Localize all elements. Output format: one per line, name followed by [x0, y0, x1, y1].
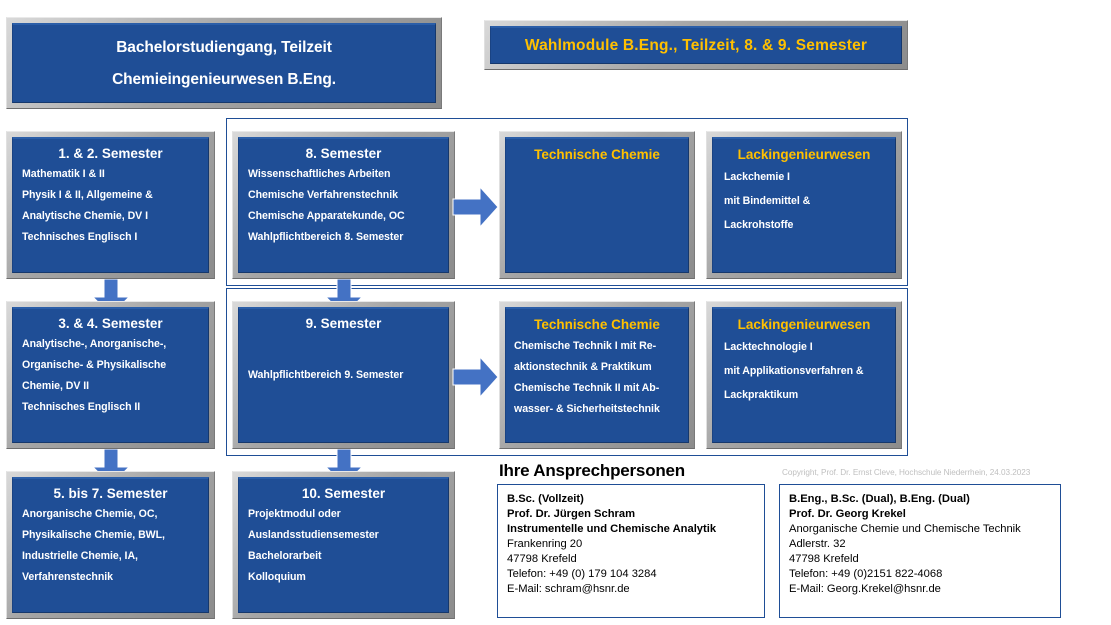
module-item: Industrielle Chemie, IA,	[22, 550, 138, 562]
semester-box-8: 8. Semester Wissenschaftliches Arbeiten …	[232, 131, 455, 279]
contact-name-line: Instrumentelle und Chemische Analytik	[507, 523, 717, 535]
semester-box-title: 9. Semester	[305, 316, 382, 331]
contact-card-krekel: B.Eng., B.Sc. (Dual), B.Eng. (Dual) Prof…	[779, 484, 1061, 618]
elective-box-title: Lackingenieurwesen	[737, 317, 871, 332]
module-item: Chemische Verfahrenstechnik	[248, 189, 398, 201]
contact-card-schram: B.Sc. (Vollzeit) Prof. Dr. Jürgen Schram…	[497, 484, 765, 618]
arrow-right-icon	[452, 186, 499, 228]
contact-detail-line: Telefon: +49 (0) 179 104 3284	[507, 568, 657, 580]
module-item: Lackchemie I	[724, 171, 790, 183]
semester-box-title: 5. bis 7. Semester	[53, 486, 168, 501]
contact-detail-line: Anorganische Chemie und Chemische Techni…	[789, 523, 1021, 535]
module-item: Mathematik I & II	[22, 168, 105, 180]
module-item: Analytische Chemie, DV I	[22, 210, 148, 222]
module-item: Projektmodul oder	[248, 508, 341, 520]
module-item: Analytische-, Anorganische-,	[22, 338, 167, 350]
elective-box-title: Lackingenieurwesen	[737, 147, 871, 162]
module-item: Physikalische Chemie, BWL,	[22, 529, 165, 541]
copyright-text: Copyright, Prof. Dr. Ernst Cleve, Hochsc…	[782, 468, 1031, 477]
module-item: wasser- & Sicherheitstechnik	[514, 403, 660, 415]
elective-box-title: Technische Chemie	[534, 317, 660, 332]
module-item: Wahlpflichtbereich 9. Semester	[248, 369, 404, 381]
module-item: Lacktechnologie I	[724, 341, 813, 353]
contact-detail-line: Telefon: +49 (0)2151 822-4068	[789, 568, 943, 580]
semester-box-5-7: 5. bis 7. Semester Anorganische Chemie, …	[6, 471, 215, 619]
elective-group-rect-row2	[226, 288, 908, 456]
semester-box-title: 8. Semester	[305, 146, 382, 161]
contact-name-line: Prof. Dr. Georg Krekel	[789, 508, 906, 520]
contact-detail-line: 47798 Krefeld	[507, 553, 577, 565]
semester-box-title: 1. & 2. Semester	[58, 146, 163, 161]
module-item: Wahlpflichtbereich 8. Semester	[248, 231, 404, 243]
module-item: Auslandsstudiensemester	[248, 529, 379, 541]
arrow-right-icon	[452, 356, 499, 398]
contact-email-line[interactable]: E-Mail: Georg.Krekel@hsnr.de	[789, 583, 941, 595]
semester-box-3-4: 3. & 4. Semester Analytische-, Anorganis…	[6, 301, 215, 449]
semester-box-1-2: 1. & 2. Semester Mathematik I & II Physi…	[6, 131, 215, 279]
elective-box-lackingenieurwesen-2: Lackingenieurwesen Lacktechnologie I mit…	[706, 301, 902, 449]
module-item: Chemische Apparatekunde, OC	[248, 210, 405, 222]
module-item: Technisches Englisch I	[22, 231, 138, 243]
module-item: Lackpraktikum	[724, 389, 799, 401]
arrow-right-icon	[452, 186, 499, 228]
module-item: Chemie, DV II	[22, 380, 90, 392]
elective-box-title: Technische Chemie	[534, 147, 660, 162]
module-item: Physik I & II, Allgemeine &	[22, 189, 153, 201]
module-item: Anorganische Chemie, OC,	[22, 508, 158, 520]
module-item: mit Applikationsverfahren &	[724, 365, 864, 377]
contacts-heading: Ihre Ansprechpersonen	[499, 461, 685, 480]
contact-detail-line: Frankenring 20	[507, 538, 583, 550]
module-item: aktionstechnik & Praktikum	[514, 361, 652, 373]
elective-title-box: Wahlmodule B.Eng., Teilzeit, 8. & 9. Sem…	[484, 20, 908, 70]
module-item: Wissenschaftliches Arbeiten	[248, 168, 391, 180]
module-item: Verfahrenstechnik	[22, 571, 114, 583]
module-item: Chemische Technik II mit Ab-	[514, 382, 660, 394]
elective-group-rect-row1	[226, 118, 908, 286]
main-title-line2: Chemieingenieurwesen B.Eng.	[112, 70, 336, 88]
semester-box-title: 10. Semester	[301, 486, 386, 501]
semester-box-title: 3. & 4. Semester	[58, 316, 163, 331]
module-item: Bachelorarbeit	[248, 550, 322, 562]
module-item: Chemische Technik I mit Re-	[514, 340, 657, 352]
main-title-box: Bachelorstudiengang, Teilzeit Chemieinge…	[6, 17, 442, 109]
contact-email-line[interactable]: E-Mail: schram@hsnr.de	[507, 583, 630, 595]
contact-name-line: B.Sc. (Vollzeit)	[507, 493, 584, 505]
module-item: Kolloquium	[248, 571, 306, 583]
main-title-line1: Bachelorstudiengang, Teilzeit	[116, 38, 332, 56]
elective-box-technische-chemie-1: Technische Chemie	[499, 131, 695, 279]
module-item: mit Bindemittel &	[724, 195, 811, 207]
module-item: Lackrohstoffe	[724, 219, 794, 231]
elective-box-lackingenieurwesen-1: Lackingenieurwesen Lackchemie I mit Bind…	[706, 131, 902, 279]
contact-detail-line: Adlerstr. 32	[789, 538, 846, 550]
module-item: Organische- & Physikalische	[22, 359, 167, 371]
elective-title-text: Wahlmodule B.Eng., Teilzeit, 8. & 9. Sem…	[524, 36, 868, 54]
semester-box-10: 10. Semester Projektmodul oder Auslandss…	[232, 471, 455, 619]
contact-detail-line: 47798 Krefeld	[789, 553, 859, 565]
module-item: Technisches Englisch II	[22, 401, 141, 413]
arrow-right-icon	[452, 356, 499, 398]
contact-name-line: B.Eng., B.Sc. (Dual), B.Eng. (Dual)	[789, 493, 970, 505]
elective-box-technische-chemie-2: Technische Chemie Chemische Technik I mi…	[499, 301, 695, 449]
semester-box-9: 9. Semester Wahlpflichtbereich 9. Semest…	[232, 301, 455, 449]
contact-name-line: Prof. Dr. Jürgen Schram	[507, 508, 636, 520]
